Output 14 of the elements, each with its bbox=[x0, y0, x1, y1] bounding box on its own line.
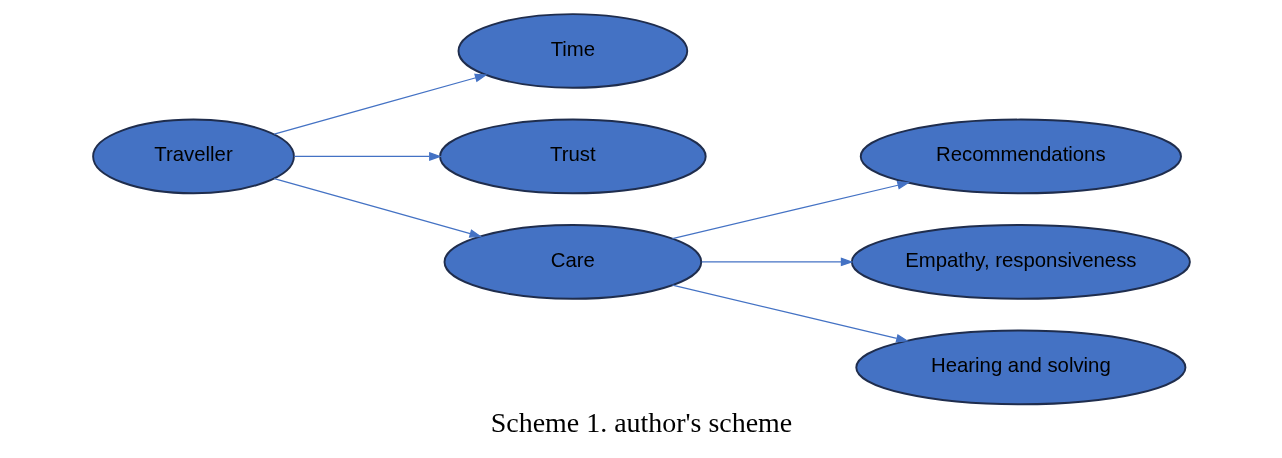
node-ellipse: Recommendations bbox=[859, 118, 1182, 194]
arrow bbox=[671, 180, 910, 239]
arrow bbox=[700, 256, 854, 266]
node-ellipse: Care bbox=[443, 223, 702, 300]
arrow bbox=[273, 73, 488, 135]
arrow bbox=[293, 151, 442, 161]
caption: Scheme 1. author's scheme bbox=[490, 406, 792, 438]
node-ellipse: Time bbox=[457, 12, 688, 89]
node-ellipse: Empathy, responsiveness bbox=[850, 223, 1191, 300]
arrow bbox=[273, 177, 482, 238]
arrow bbox=[671, 284, 909, 343]
node-ellipse: Traveller bbox=[91, 118, 295, 194]
node-ellipse: Trust bbox=[438, 118, 707, 194]
node-ellipse: Hearing and solving bbox=[854, 329, 1186, 405]
